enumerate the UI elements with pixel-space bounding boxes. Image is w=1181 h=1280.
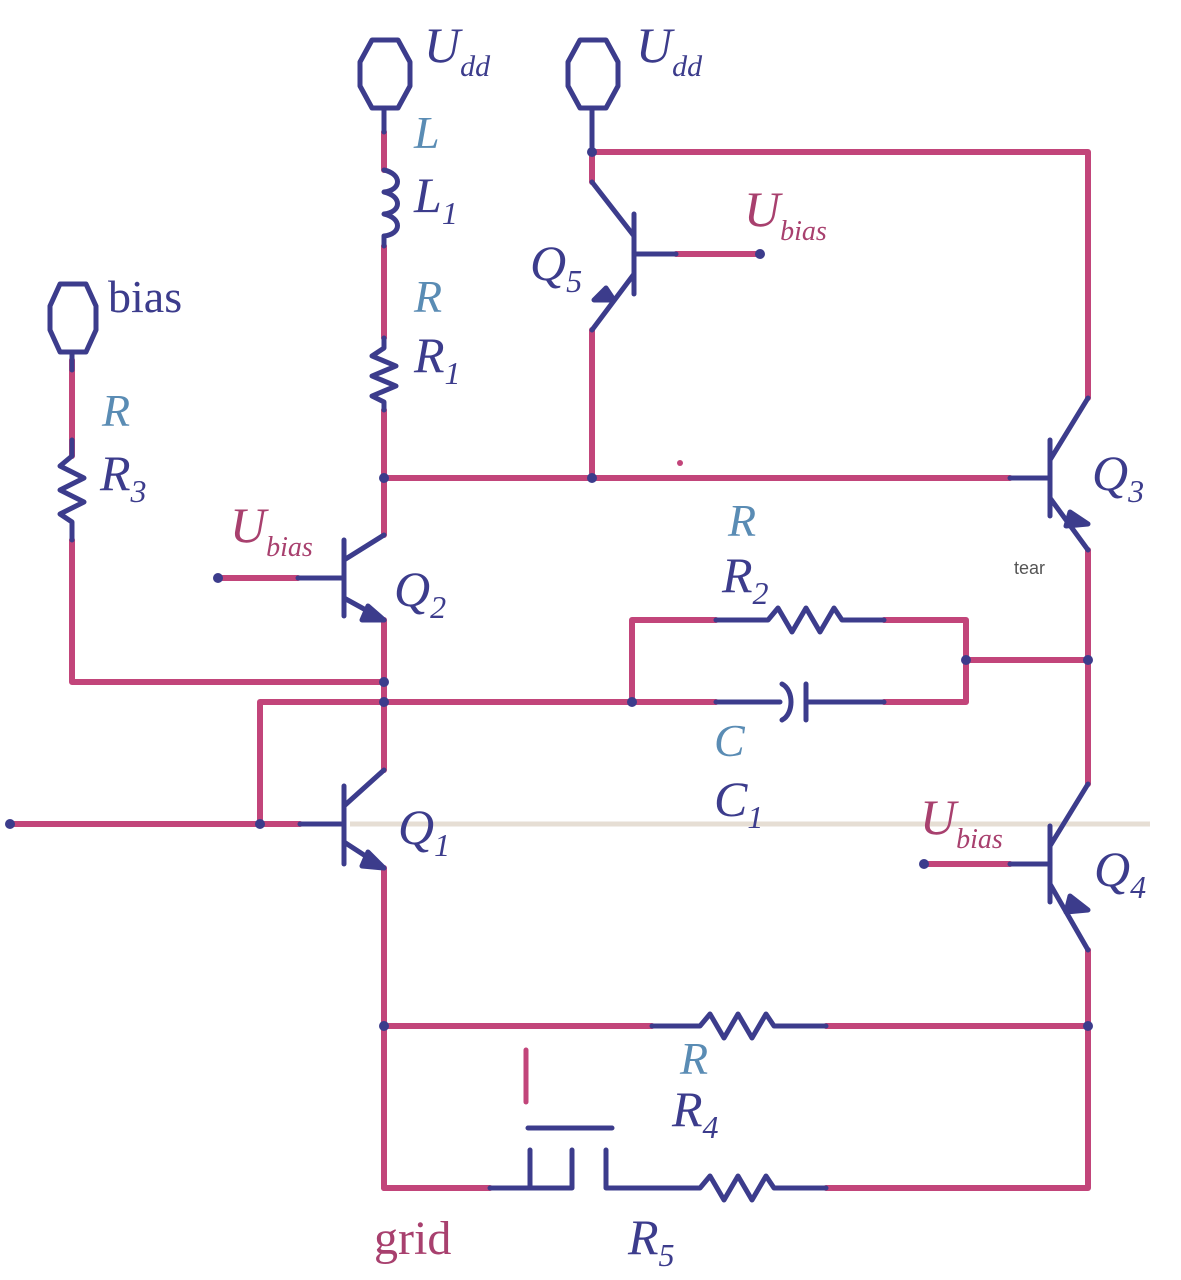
udd-left-label: Udd bbox=[424, 17, 491, 83]
r-mid-label: R bbox=[727, 495, 756, 546]
ubias-q2-label: Ubias bbox=[230, 497, 313, 563]
bias-terminal-icon bbox=[47, 281, 99, 355]
ubias-q4-label: Ubias bbox=[920, 789, 1003, 855]
l1-label: L1 bbox=[413, 167, 458, 231]
wire-r2c1-left bbox=[629, 617, 719, 705]
q5-label: Q5 bbox=[530, 235, 582, 299]
wires bbox=[7, 129, 1091, 1191]
ubias-q5-label: Ubias bbox=[744, 181, 827, 247]
capacitor-c1-icon bbox=[713, 681, 887, 723]
udd-right-terminal-icon bbox=[565, 37, 621, 111]
bias-label: bias bbox=[108, 271, 182, 322]
transistor-q1-icon bbox=[297, 767, 387, 871]
q4-label: Q4 bbox=[1094, 841, 1146, 905]
l-label: L bbox=[413, 107, 440, 158]
r5-label: R5 bbox=[627, 1209, 675, 1273]
labels: Udd Udd bias L L1 R R1 R R3 Ubias Ubias … bbox=[99, 17, 1146, 1273]
switch-gate-icon bbox=[487, 1125, 615, 1191]
c-label: C bbox=[714, 715, 746, 766]
resistor-r2-icon bbox=[713, 605, 887, 635]
udd-left-terminal-icon bbox=[357, 37, 413, 111]
inductor-l1-icon bbox=[381, 167, 400, 249]
transistor-q3-icon bbox=[1007, 395, 1091, 553]
udd-right-label: Udd bbox=[636, 17, 703, 83]
transistor-q4-icon bbox=[1007, 781, 1091, 953]
resistor-r5-icon bbox=[609, 1173, 829, 1203]
q2-label: Q2 bbox=[394, 561, 446, 625]
components bbox=[47, 37, 1091, 1203]
wire-feedback-left bbox=[257, 699, 719, 827]
r2-label: R2 bbox=[721, 547, 769, 611]
r-left-label: R bbox=[101, 385, 130, 436]
wire-r2c1-right bbox=[881, 617, 969, 705]
q3-label: Q3 bbox=[1092, 445, 1144, 509]
wire-udd-right-to-q3 bbox=[589, 149, 1091, 401]
resistor-r1-icon bbox=[369, 335, 399, 413]
grid-label: grid bbox=[374, 1212, 451, 1265]
transistor-q2-icon bbox=[295, 532, 387, 623]
r3-label: R3 bbox=[99, 445, 147, 509]
transistor-q5-icon bbox=[589, 179, 679, 333]
r4-label: R4 bbox=[671, 1081, 719, 1145]
r-top-label: R bbox=[413, 271, 442, 322]
r1-label: R1 bbox=[413, 327, 461, 391]
resistor-r3-icon bbox=[57, 437, 87, 543]
resistor-r4-icon bbox=[649, 1011, 829, 1041]
q1-label: Q1 bbox=[398, 799, 450, 863]
wire-q4-emitter-down bbox=[823, 947, 1091, 1191]
junction-dots bbox=[5, 147, 1093, 1031]
tear-label: tear bbox=[1014, 558, 1045, 578]
c1-label: C1 bbox=[714, 771, 763, 835]
r-bot-label: R bbox=[679, 1033, 708, 1084]
